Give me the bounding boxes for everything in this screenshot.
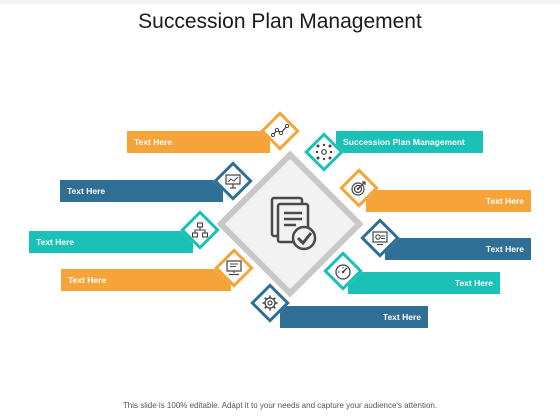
item-bar-9: Text Here — [280, 306, 428, 328]
item-bar-7: Text Here — [61, 269, 231, 291]
footer-note: This slide is 100% editable. Adapt it to… — [122, 401, 438, 410]
document-check-icon — [270, 196, 317, 251]
item-label-1: Text Here — [134, 137, 173, 147]
item-bar-2: Succession Plan Management — [336, 131, 483, 153]
speedometer-icon — [335, 264, 351, 280]
page-title: Succession Plan Management — [138, 10, 422, 33]
item-label-3: Text Here — [67, 186, 106, 196]
item-bar-5: Text Here — [29, 231, 193, 253]
hierarchy-icon — [191, 222, 209, 238]
target-icon — [351, 181, 366, 196]
item-bar-8: Text Here — [348, 272, 500, 294]
item-label-5: Text Here — [36, 237, 75, 247]
item-bar-4: Text Here — [366, 190, 531, 212]
top-divider — [0, 0, 560, 4]
item-label-2: Succession Plan Management — [343, 137, 465, 147]
item-label-7: Text Here — [68, 275, 107, 285]
presenter-screen-icon — [226, 260, 242, 276]
item-bar-6: Text Here — [385, 238, 531, 260]
item-bar-1: Text Here — [127, 131, 270, 153]
item-label-9: Text Here — [382, 312, 421, 322]
item-label-6: Text Here — [485, 244, 524, 254]
item-label-8: Text Here — [454, 278, 493, 288]
network-icon — [315, 143, 333, 161]
monitor-chart-icon — [372, 231, 388, 246]
item-bar-3: Text Here — [60, 180, 223, 202]
item-label-4: Text Here — [485, 196, 524, 206]
trend-line-icon — [271, 123, 289, 138]
gear-cog-icon — [262, 295, 278, 311]
presentation-board-icon — [225, 174, 241, 189]
